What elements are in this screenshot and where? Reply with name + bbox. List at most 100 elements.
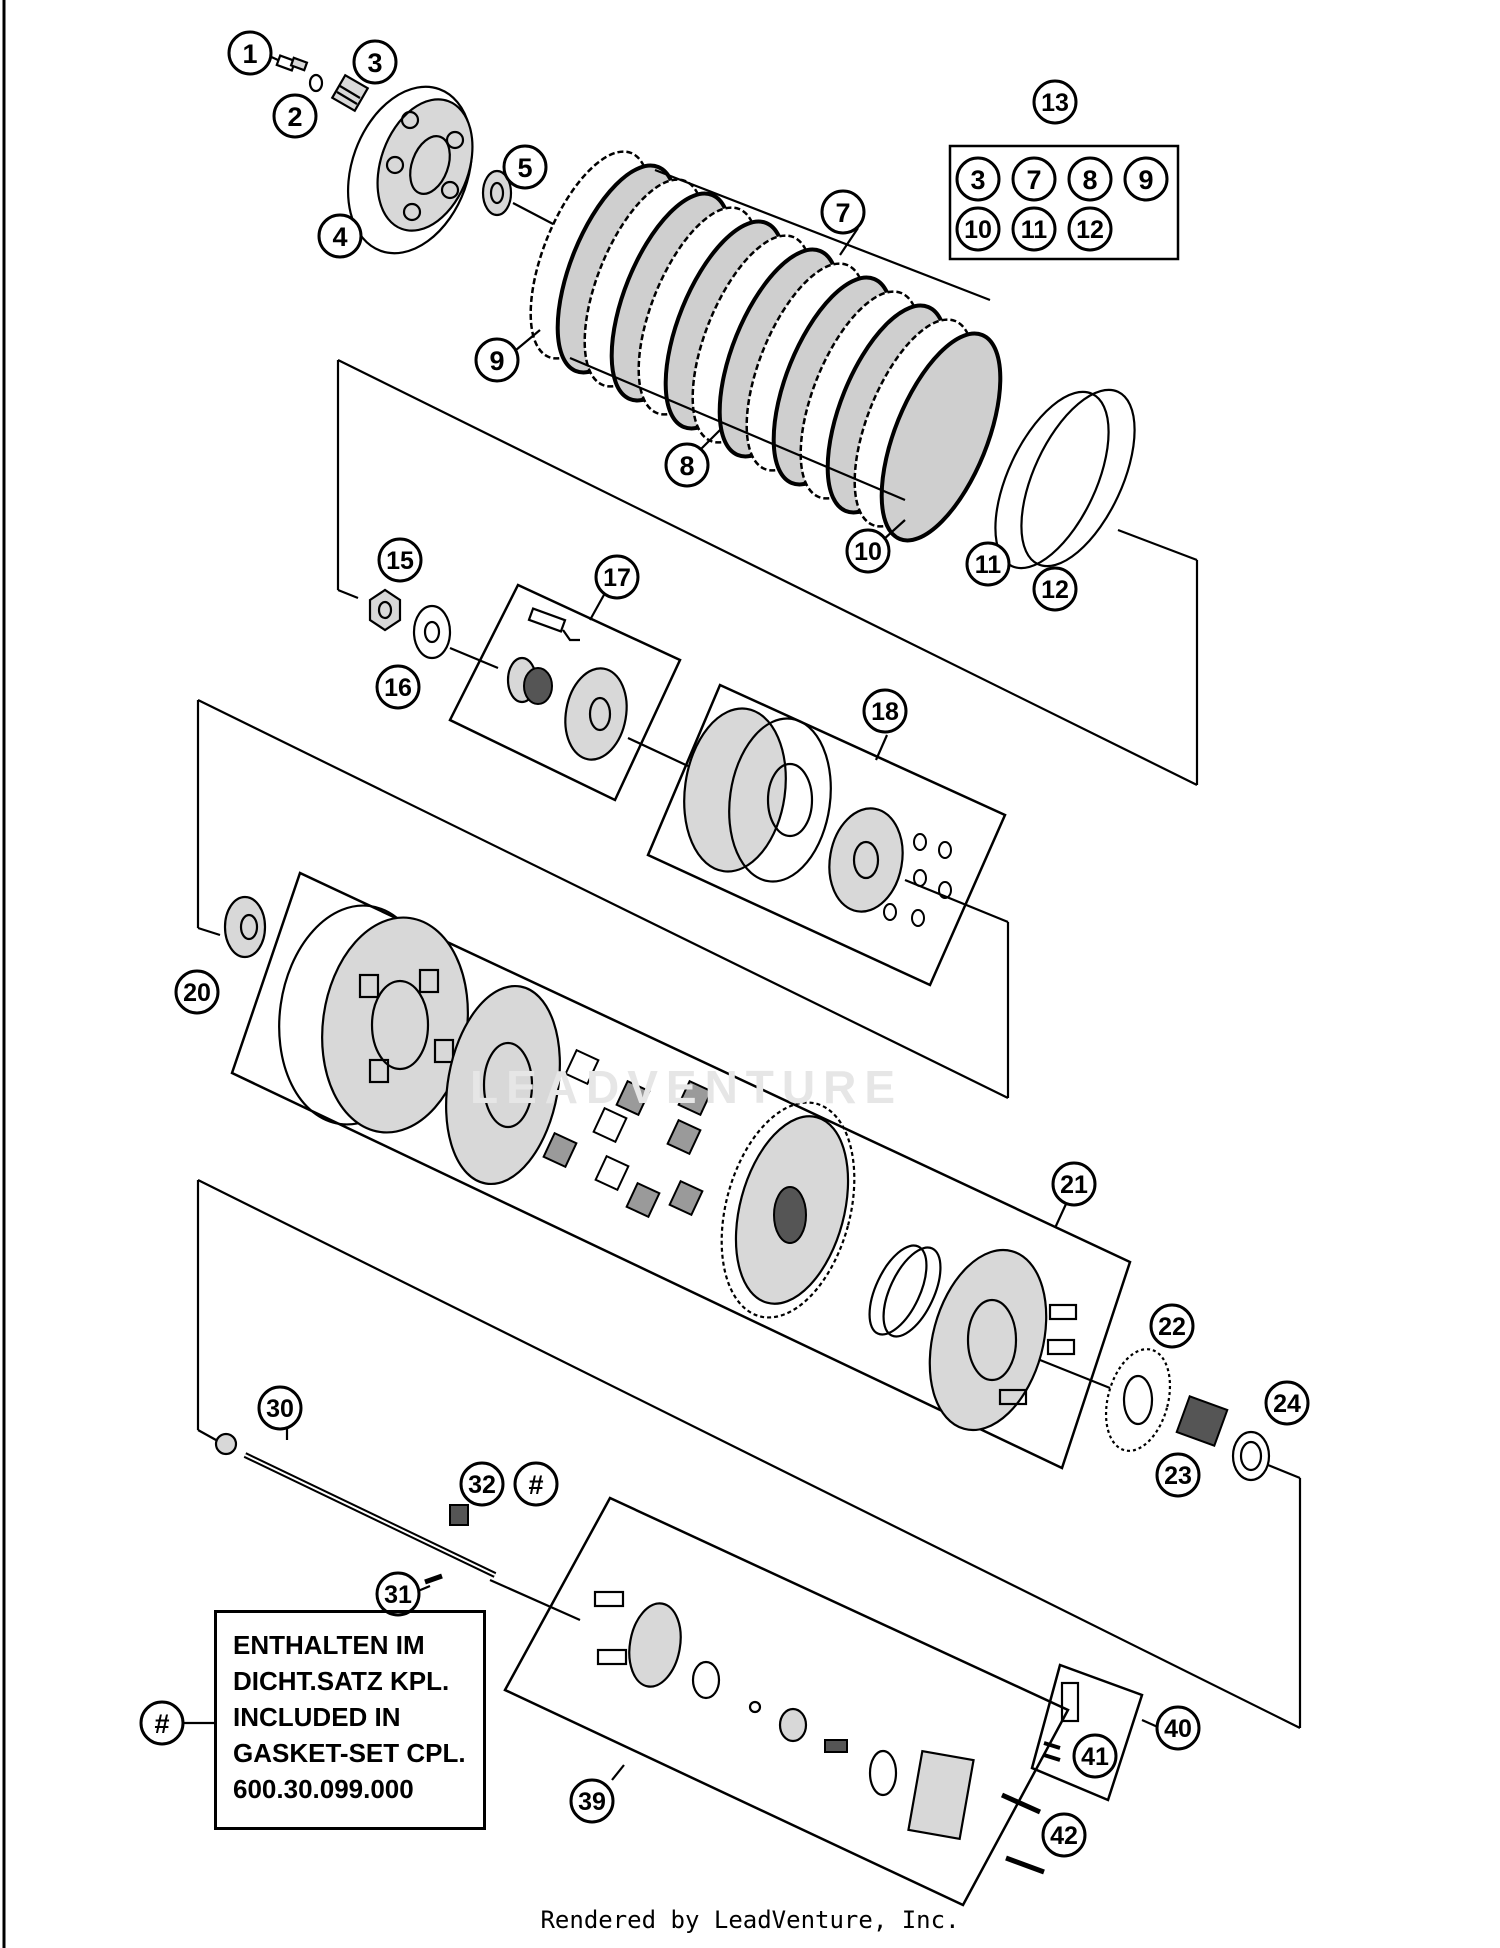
callout-16-circle bbox=[375, 664, 421, 710]
box-40-frame bbox=[1030, 1663, 1144, 1802]
part-41-bleeder bbox=[1043, 1681, 1080, 1762]
callout-2-circle bbox=[272, 93, 318, 139]
part-31-pin bbox=[424, 1573, 443, 1585]
retaining-plate bbox=[928, 1248, 1078, 1432]
callout-17-number: 17 bbox=[603, 564, 631, 592]
callout-10: 10 bbox=[845, 528, 891, 574]
callout-23-number: 23 bbox=[1164, 1462, 1192, 1490]
callout-9: 9 bbox=[474, 337, 520, 383]
callout-gasket-note: # bbox=[139, 1700, 185, 1746]
callout-8-number: 8 bbox=[679, 451, 694, 481]
kit-callout-10-number: 10 bbox=[964, 216, 992, 244]
kit-callout-7-number: 7 bbox=[1026, 165, 1041, 195]
damper-disc bbox=[445, 984, 561, 1186]
part-1-screw bbox=[275, 54, 309, 72]
callout-12-number: 12 bbox=[1041, 576, 1069, 604]
callout-2-number: 2 bbox=[287, 102, 302, 132]
callout-5-circle bbox=[502, 144, 548, 190]
box-17-frame bbox=[448, 583, 682, 802]
note-line: 600.30.099.000 bbox=[233, 1774, 414, 1804]
callout-24: 24 bbox=[1264, 1380, 1310, 1426]
callout-23-circle bbox=[1155, 1452, 1201, 1498]
callout-9-circle bbox=[474, 337, 520, 383]
callout-11: 11 bbox=[965, 541, 1011, 587]
kit-callout-11: 11 bbox=[1011, 206, 1057, 252]
callout-30-number: 30 bbox=[266, 1395, 294, 1423]
callout-10-circle bbox=[845, 528, 891, 574]
kit-callout-10: 10 bbox=[955, 206, 1001, 252]
box-18-frame bbox=[646, 683, 1007, 987]
damper-spring bbox=[615, 1079, 651, 1117]
note-line: DICHT.SATZ KPL. bbox=[233, 1666, 450, 1696]
kit-callout-12-number: 12 bbox=[1076, 216, 1104, 244]
callout-31-number: 31 bbox=[384, 1581, 412, 1609]
callout-21-circle bbox=[1051, 1161, 1097, 1207]
callout-3-number: 3 bbox=[367, 48, 382, 78]
callout-7: 7 bbox=[820, 189, 866, 235]
callout-31: 31 bbox=[375, 1571, 421, 1617]
damper-spring bbox=[542, 1131, 578, 1169]
part-15-nut bbox=[368, 588, 402, 632]
callout-40: 40 bbox=[1155, 1705, 1201, 1751]
kit-callout-3: 3 bbox=[955, 156, 1001, 202]
clutch-basket bbox=[278, 904, 469, 1134]
note-line: INCLUDED IN bbox=[233, 1702, 401, 1732]
callout-30-circle bbox=[257, 1385, 303, 1431]
callout-20-circle bbox=[174, 969, 220, 1015]
callout-42: 42 bbox=[1041, 1812, 1087, 1858]
callout-15-number: 15 bbox=[386, 547, 414, 575]
callout-11-circle bbox=[965, 541, 1011, 587]
hub-stud bbox=[938, 841, 952, 859]
part-22-sprocket bbox=[1104, 1348, 1172, 1452]
callout-18-number: 18 bbox=[871, 698, 899, 726]
kit-callout-9: 9 bbox=[1123, 156, 1169, 202]
steel-plate bbox=[879, 331, 1003, 543]
callout-1: 1 bbox=[227, 30, 273, 76]
watermark: LEADVENTURE bbox=[470, 1061, 904, 1113]
kit-callout-8-circle bbox=[1067, 156, 1113, 202]
callout-32-number: 32 bbox=[468, 1471, 496, 1499]
callout-2: 2 bbox=[272, 93, 318, 139]
callout-18: 18 bbox=[862, 688, 908, 734]
callout-gasket-note-circle bbox=[139, 1700, 185, 1746]
callout-24-circle bbox=[1264, 1380, 1310, 1426]
kit-callout-8-number: 8 bbox=[1082, 165, 1097, 195]
callout-5-number: 5 bbox=[517, 153, 532, 183]
kit-callout-12-circle bbox=[1067, 206, 1113, 252]
callout-3-circle bbox=[352, 39, 398, 85]
callout-20-number: 20 bbox=[183, 979, 211, 1007]
callout-39-number: 39 bbox=[578, 1788, 606, 1816]
callout-12: 12 bbox=[1032, 566, 1078, 612]
callout-7-circle bbox=[820, 189, 866, 235]
part-3-spring bbox=[330, 73, 370, 113]
callout-30: 30 bbox=[257, 1385, 303, 1431]
part-4-pressure-plate bbox=[346, 85, 474, 255]
part-24-washer bbox=[1231, 1430, 1271, 1482]
callout-32-circle bbox=[459, 1461, 505, 1507]
callout-4: 4 bbox=[317, 213, 363, 259]
callout-13-circle bbox=[1032, 79, 1078, 125]
callout-41-circle bbox=[1072, 1733, 1118, 1779]
callout-16-number: 16 bbox=[384, 674, 412, 702]
callout-39: 39 bbox=[569, 1778, 615, 1824]
kit-callout-7: 7 bbox=[1011, 156, 1057, 202]
kit-callout-9-number: 9 bbox=[1138, 165, 1153, 195]
callout-22: 22 bbox=[1149, 1303, 1195, 1349]
callout-11-number: 11 bbox=[975, 551, 1002, 579]
damper-spring bbox=[666, 1118, 702, 1156]
note-line: GASKET-SET CPL. bbox=[233, 1738, 466, 1768]
callout-40-circle bbox=[1155, 1705, 1201, 1751]
callout-13-number: 13 bbox=[1041, 89, 1069, 117]
callout-9-number: 9 bbox=[489, 346, 504, 376]
part-30-push-rod bbox=[214, 1432, 497, 1578]
kit-callout-11-number: 11 bbox=[1021, 216, 1048, 244]
callout-24-number: 24 bbox=[1273, 1390, 1301, 1418]
callout-3: 3 bbox=[352, 39, 398, 85]
callout-10-number: 10 bbox=[854, 538, 882, 566]
callout-21-number: 21 bbox=[1060, 1171, 1088, 1199]
callout-39-circle bbox=[569, 1778, 615, 1824]
callout-17-circle bbox=[594, 554, 640, 600]
